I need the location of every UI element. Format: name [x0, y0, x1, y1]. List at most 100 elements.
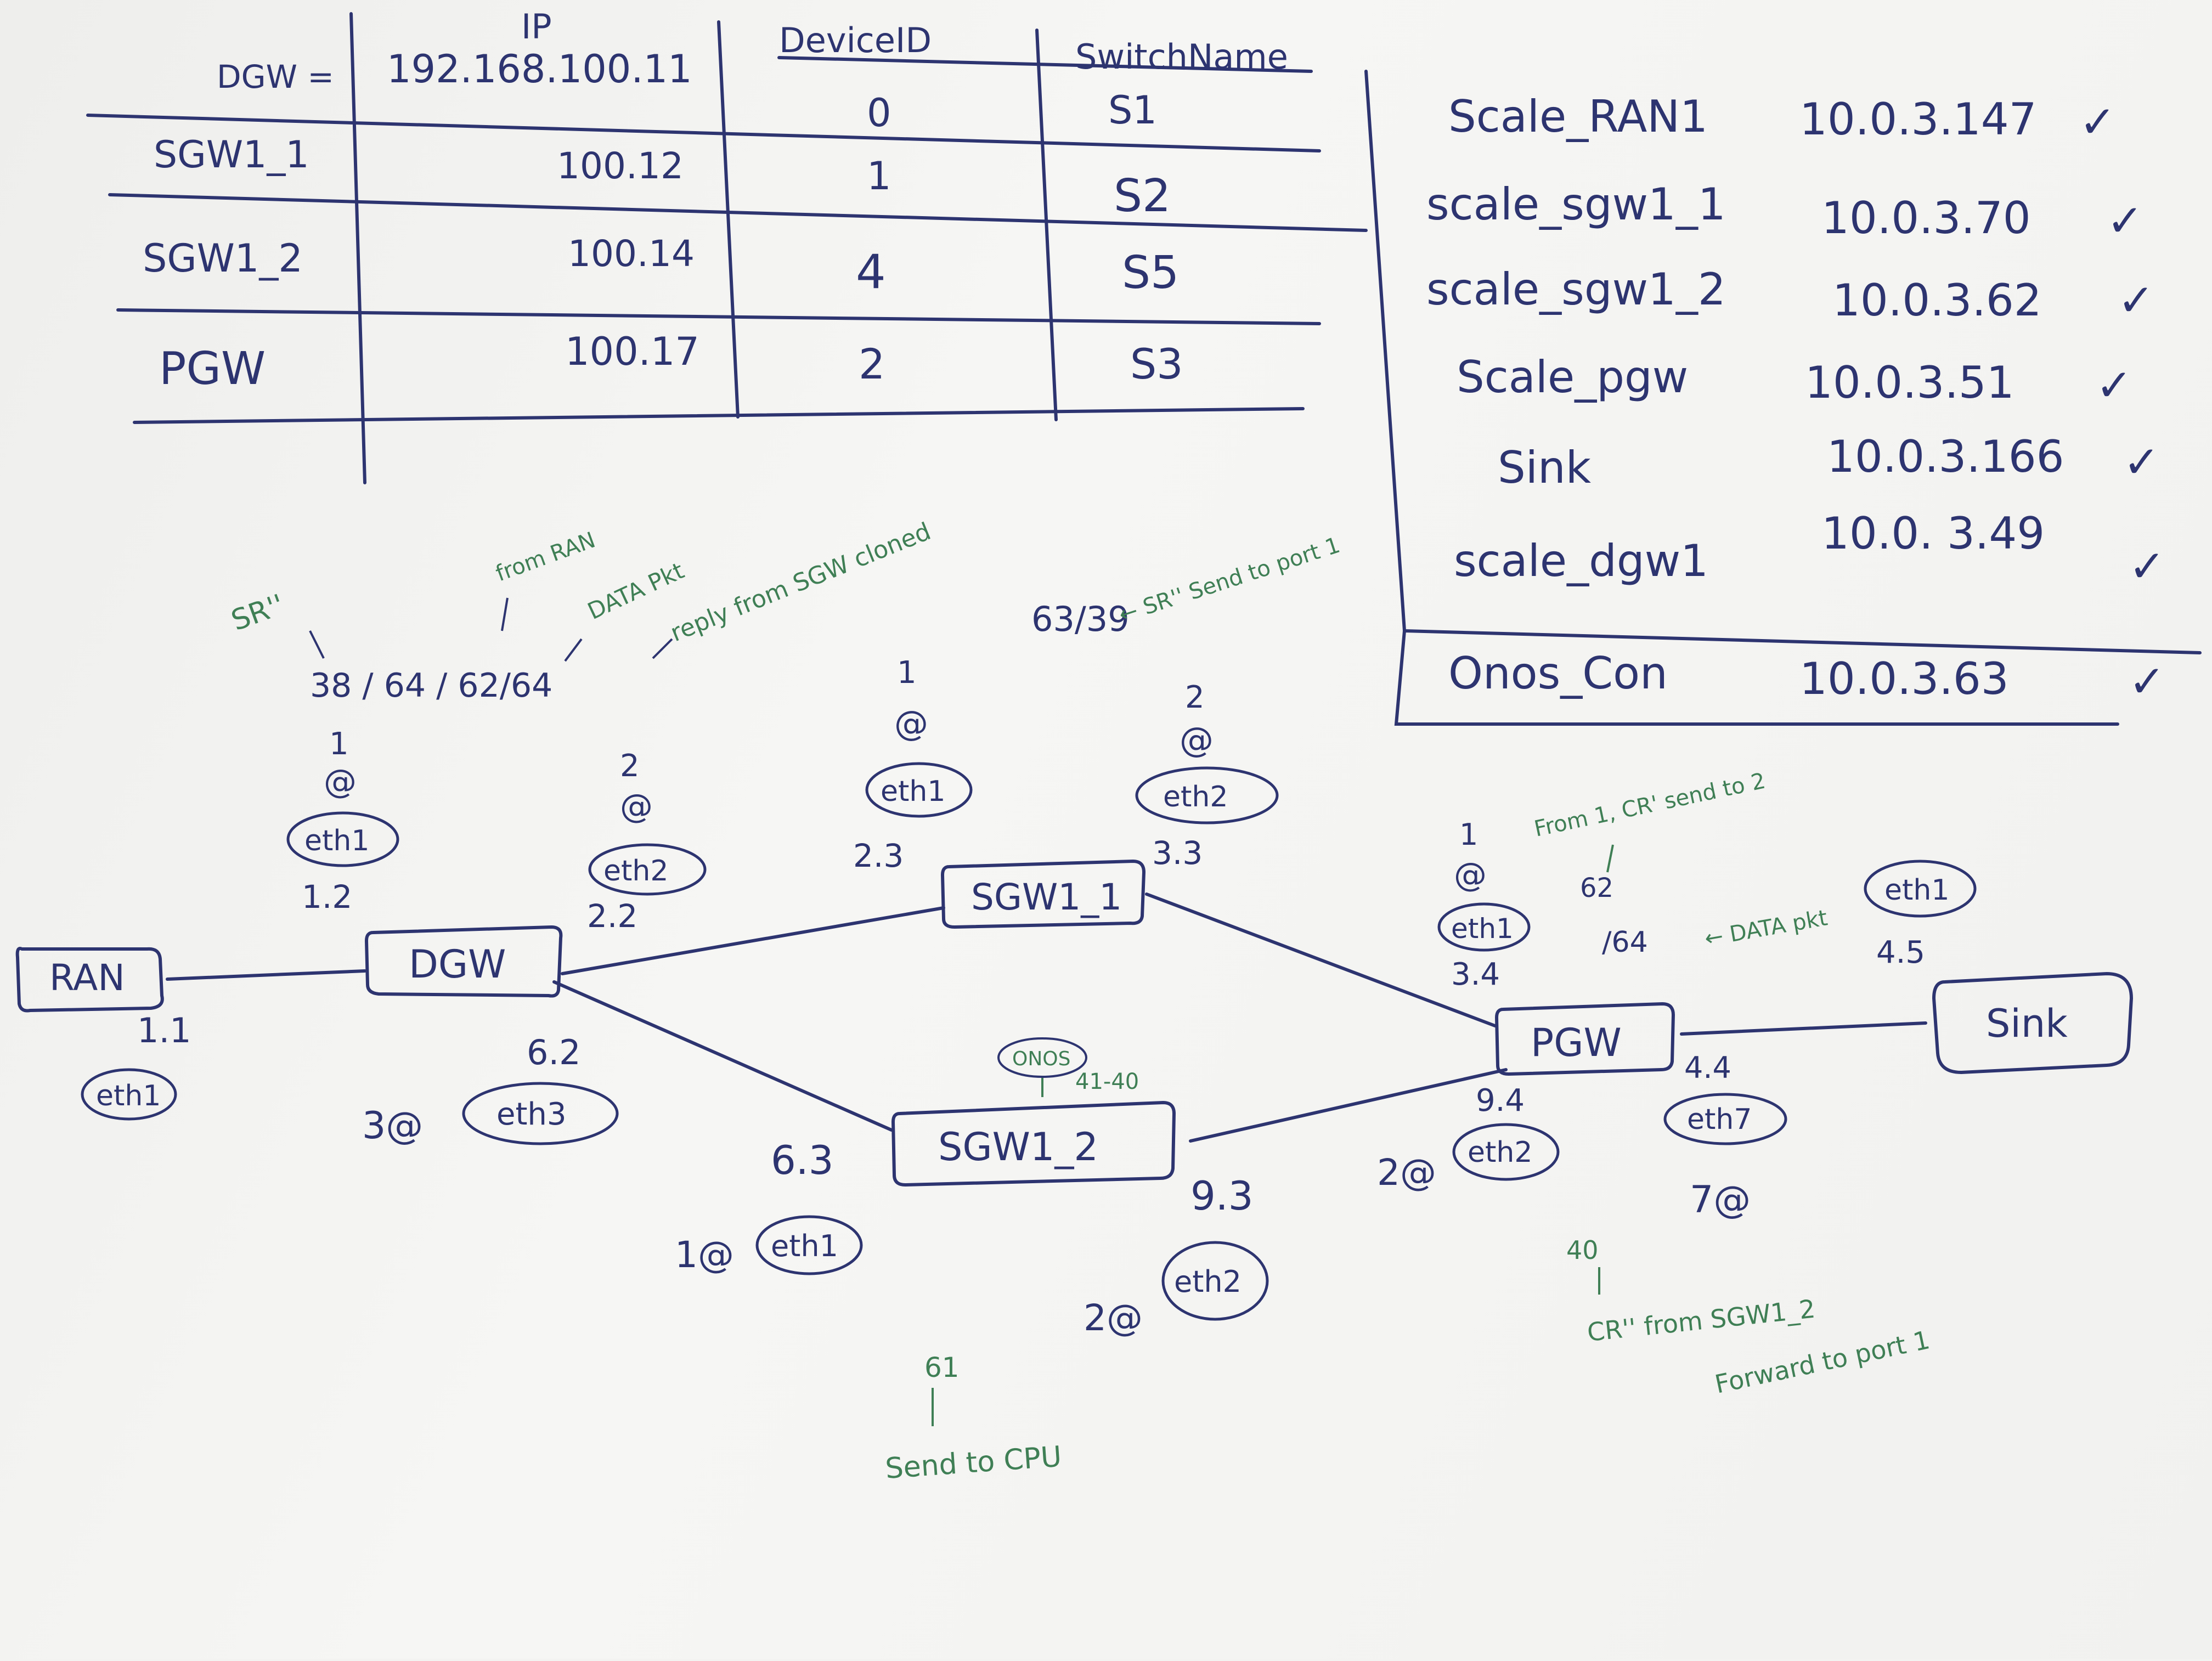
device-id-header: DeviceID [779, 20, 932, 60]
ran-eth1-oval [81, 1068, 177, 1121]
switch-name-header: SwitchName [1075, 37, 1288, 77]
dgw-eth3-oval [462, 1082, 619, 1145]
ip-table-divider-2 [717, 20, 740, 419]
dgw-node-label: DGW [409, 942, 506, 987]
ip-table-divider-1 [349, 12, 366, 484]
dgw-reply-note: reply from SGW cloned [667, 517, 935, 647]
sgw1-2-bottom-note: Send to CPU [884, 1440, 1063, 1485]
pgw-data-note: ← DATA pkt [1703, 905, 1830, 952]
scale-dgw1-check: ✓ [2129, 541, 2165, 592]
pgw-eth7-oval [1663, 1093, 1787, 1145]
scale-sgw1-1-name: scale_sgw1_1 [1426, 179, 1726, 230]
sgw1-2-port2-ip: 9.3 [1190, 1173, 1254, 1219]
pgw-counter-2: /64 [1602, 926, 1648, 959]
dgw-eth1-label: eth1 [304, 824, 369, 857]
link-sgw1-2-pgw [1189, 1068, 1508, 1143]
dgw-port2-at: @ [620, 787, 653, 826]
sgw1-2-eth2-label: eth2 [1174, 1264, 1242, 1299]
pgw-device-id: 2 [859, 340, 885, 388]
arrow-sr [309, 630, 325, 659]
sink-node-label: Sink [1986, 1001, 2068, 1046]
sgw1-2-bottom-counter: 61 [924, 1352, 960, 1383]
ip-table: IP DeviceID SwitchName DGW = 192.168.100… [86, 7, 1368, 484]
onos-con-ip: 10.0.3.63 [1799, 653, 2009, 704]
pgw-port1-at: @ [1454, 856, 1487, 894]
pgw-eth7-label: eth7 [1687, 1103, 1752, 1136]
scale-pgw-check: ✓ [2096, 360, 2132, 411]
dgw-eth1-oval [286, 811, 399, 867]
pgw-bottom-counter: 40 [1566, 1235, 1599, 1265]
sgw1-2-port1-number: 1@ [675, 1234, 734, 1276]
scale-sgw1-2-check: ✓ [2118, 275, 2154, 326]
arrow-data-pkt [564, 638, 583, 662]
dgw-device-id: 0 [867, 91, 891, 135]
sgw1-2-eth2-oval [1161, 1241, 1269, 1321]
sgw1-1-port1-ip: 2.3 [853, 837, 904, 874]
scale-ran1-ip: 10.0.3.147 [1799, 94, 2037, 145]
pgw-bottom-note-2: Forward to port 1 [1712, 1325, 1932, 1399]
dgw-ip: 192.168.100.11 [387, 47, 692, 92]
sgw1-1-eth2-label: eth2 [1163, 781, 1228, 813]
dgw-sr-note: SR'' [227, 588, 289, 637]
pgw-from-note: From 1, CR' send to 2 [1532, 769, 1768, 842]
sgw1-1-eth1-label: eth1 [881, 775, 945, 808]
dgw-port1-number: 1 [329, 726, 349, 762]
ip-table-row-line-2 [108, 193, 1368, 232]
pgw-eth1-label: eth1 [1451, 913, 1514, 945]
scale-sgw1-1-check: ✓ [2107, 195, 2143, 246]
scale-dgw1-name: scale_dgw1 [1454, 535, 1708, 586]
link-pgw-sink [1680, 1021, 1927, 1036]
annotations: 38 / 64 / 62/64 SR'' from RAN DATA Pkt r… [227, 517, 1932, 1485]
dgw-switch: S1 [1108, 88, 1157, 133]
pgw-node: PGW [1494, 1002, 1675, 1076]
pgw-port2-number: 2@ [1377, 1151, 1436, 1194]
pgw-port1-number: 1 [1459, 817, 1478, 852]
pgw-eth2-label: eth2 [1468, 1136, 1532, 1169]
pgw-node-label: PGW [1531, 1020, 1622, 1065]
ran-eth1-label: eth1 [96, 1080, 161, 1112]
link-ran-dgw [166, 969, 366, 981]
pgw-port7-ip: 4.4 [1684, 1050, 1731, 1085]
scale-dgw1-ip: 10.0. 3.49 [1821, 508, 2045, 559]
dgw-eth2-label: eth2 [603, 855, 668, 888]
sink-node: Sink [1932, 971, 2134, 1075]
sgw1-1-node-label: SGW1_1 [971, 876, 1122, 918]
sink-eth1-oval [1864, 860, 1977, 918]
sgw1-1-port1-number: 1 [897, 655, 917, 691]
scale-ran1-name: Scale_RAN1 [1448, 91, 1708, 142]
pgw-switch: S3 [1130, 340, 1183, 388]
ip-table-row-line-1 [86, 114, 1321, 152]
scale-pgw-ip: 10.0.3.51 [1805, 357, 2015, 408]
onos-label: ONOS [1012, 1048, 1070, 1070]
pgw-bottom-note-1: CR'' from SGW1_2 [1586, 1294, 1817, 1347]
sgw1-1-node: SGW1_1 [940, 859, 1146, 929]
scale-ran1-check: ✓ [2079, 97, 2116, 148]
pgw-port1-ip: 3.4 [1451, 957, 1500, 992]
arrow-reply [652, 638, 673, 659]
link-dgw-sgw1-1 [561, 906, 945, 975]
dgw-node: DGW [364, 925, 563, 998]
pgw-port7-number: 7@ [1690, 1178, 1751, 1222]
pgw-counter-1: 62 [1580, 873, 1613, 903]
onos-con-check: ✓ [2129, 656, 2165, 707]
scale-table: Scale_RAN1 10.0.3.147 ✓ scale_sgw1_1 10.… [1364, 70, 2202, 726]
dgw-label: DGW = [217, 58, 334, 95]
pgw-ip: 100.17 [565, 329, 699, 374]
port-labels: 1.1 eth1 1 @ eth1 1.2 2 @ eth2 2.2 6.2 3… [81, 655, 1977, 1339]
sgw1-1-port2-number: 2 [1185, 680, 1205, 715]
sink-eth1-label: eth1 [1884, 874, 1949, 907]
dgw-port2-ip: 2.2 [587, 897, 637, 935]
sgw1-2-port2-number: 2@ [1084, 1297, 1143, 1339]
pgw-eth1-oval [1437, 902, 1531, 952]
sink-ip: 10.0.3.166 [1827, 431, 2064, 482]
ip-table-row-line-3 [116, 308, 1321, 325]
sgw1-1-ip: 100.12 [557, 145, 684, 187]
scale-sgw1-2-ip: 10.0.3.62 [1832, 275, 2042, 326]
nodes: RAN DGW SGW1_1 SGW1_2 PGW Sink [15, 859, 2134, 1187]
ran-label: RAN [49, 957, 125, 999]
sgw1-1-note: ← SR'' Send to port 1 [1116, 533, 1343, 628]
sgw1-1-port1-at: @ [894, 703, 928, 743]
ran-node: RAN [15, 947, 164, 1013]
link-dgw-sgw1-2 [552, 980, 893, 1132]
